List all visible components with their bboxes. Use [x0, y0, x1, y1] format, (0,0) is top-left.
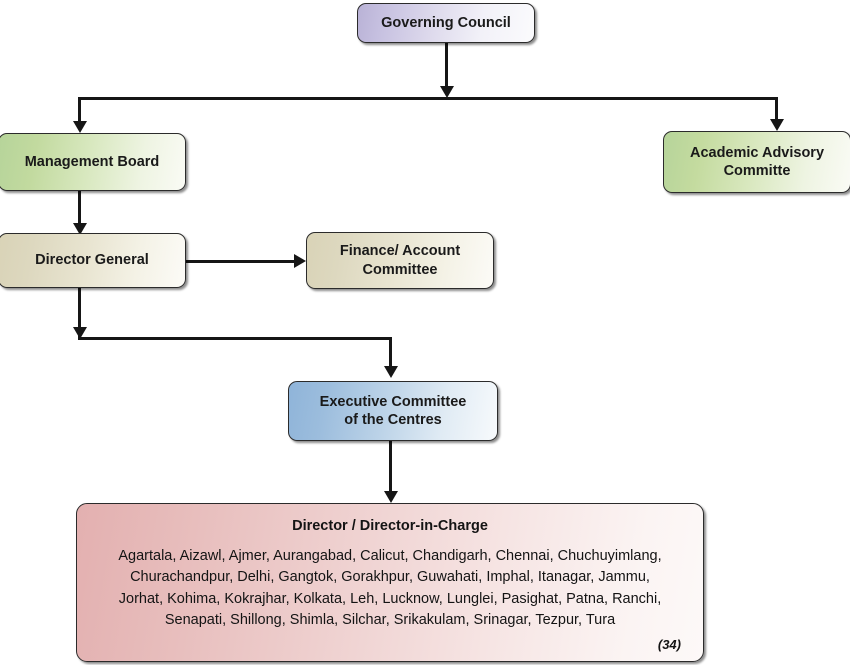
- connector-down-to-executive: [389, 337, 392, 369]
- node-management-board-label: Management Board: [24, 153, 160, 170]
- node-management-board[interactable]: Management Board: [0, 133, 186, 191]
- director-in-charge-content: Director / Director-in-Charge Agartala, …: [77, 504, 703, 661]
- director-in-charge-heading: Director / Director-in-Charge: [292, 518, 488, 534]
- connector-bus-horizontal: [78, 97, 778, 100]
- node-governing-council[interactable]: Governing Council: [357, 3, 535, 43]
- connector-director-general-down: [78, 288, 81, 338]
- arrowhead-director-general: [72, 223, 87, 235]
- connector-director-general-to-finance: [186, 259, 296, 263]
- arrowhead-academic-advisory: [769, 119, 784, 131]
- arrowhead-director-in-charge: [383, 491, 398, 503]
- node-director-general[interactable]: Director General: [0, 233, 186, 288]
- node-finance-committee-label: Finance/ Account Committee: [339, 243, 461, 278]
- connector-executive-to-directors: [389, 441, 392, 494]
- node-executive-committee-label: Executive Committee of the Centres: [319, 393, 467, 428]
- arrowhead-executive-committee: [383, 366, 398, 378]
- node-director-in-charge[interactable]: Director / Director-in-Charge Agartala, …: [76, 503, 704, 662]
- connector-elbow-to-executive: [78, 337, 392, 340]
- node-academic-advisory-committee[interactable]: Academic Advisory Committe: [663, 131, 850, 193]
- connector-bus-to-academic-advisory: [775, 97, 778, 125]
- arrowhead-finance-committee: [294, 254, 306, 268]
- arrowhead-director-general-elbow: [72, 327, 87, 339]
- node-director-general-label: Director General: [35, 252, 149, 269]
- director-in-charge-centres-list: Agartala, Aizawl, Ajmer, Aurangabad, Cal…: [118, 548, 662, 629]
- arrowhead-management-board: [72, 121, 87, 133]
- node-academic-advisory-label: Academic Advisory Committe: [689, 144, 825, 179]
- director-in-charge-count-badge: (34): [657, 636, 681, 652]
- node-finance-account-committee[interactable]: Finance/ Account Committee: [306, 232, 494, 289]
- connector-bus-to-management-board: [78, 97, 81, 127]
- node-executive-committee-of-centres[interactable]: Executive Committee of the Centres: [288, 381, 498, 441]
- node-governing-council-label: Governing Council: [381, 14, 511, 31]
- arrowhead-governing-to-bus: [439, 86, 454, 98]
- connector-management-to-director-general: [78, 191, 81, 225]
- connector-governing-to-bus: [445, 43, 448, 93]
